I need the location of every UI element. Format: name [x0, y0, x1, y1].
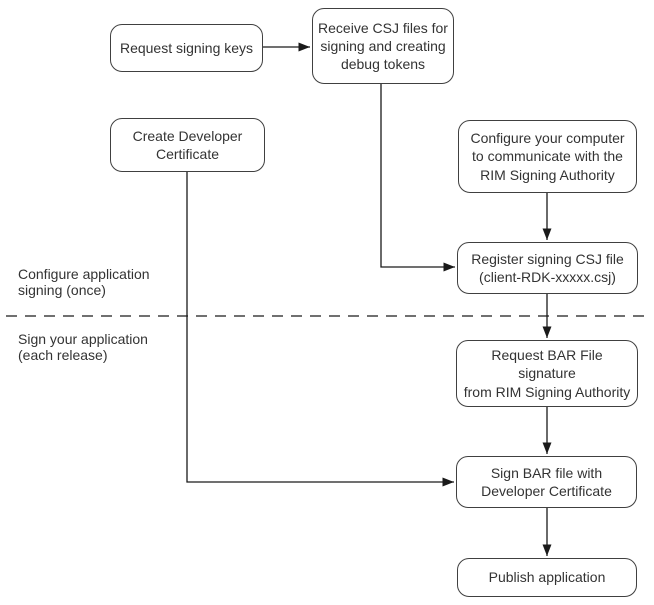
- node-request-signing-keys: Request signing keys: [110, 24, 263, 72]
- section-label-configure-once: Configure application signing (once): [18, 266, 150, 298]
- edge-receive-csj-to-register-csj: [380, 84, 455, 272]
- section-label-sign-each-release: Sign your application (each release): [18, 331, 148, 363]
- node-request-bar-signature: Request BAR File signature from RIM Sign…: [456, 340, 638, 407]
- edge-create-cert-to-sign-bar: [186, 172, 454, 487]
- node-register-csj-file: Register signing CSJ file (client-RDK-xx…: [457, 242, 638, 294]
- node-sign-bar-file: Sign BAR file with Developer Certificate: [456, 456, 637, 508]
- node-create-developer-certificate: Create Developer Certificate: [110, 118, 265, 172]
- node-publish-application: Publish application: [457, 558, 637, 597]
- node-configure-computer: Configure your computer to communicate w…: [458, 120, 637, 193]
- node-receive-csj-files: Receive CSJ files for signing and creati…: [312, 8, 454, 84]
